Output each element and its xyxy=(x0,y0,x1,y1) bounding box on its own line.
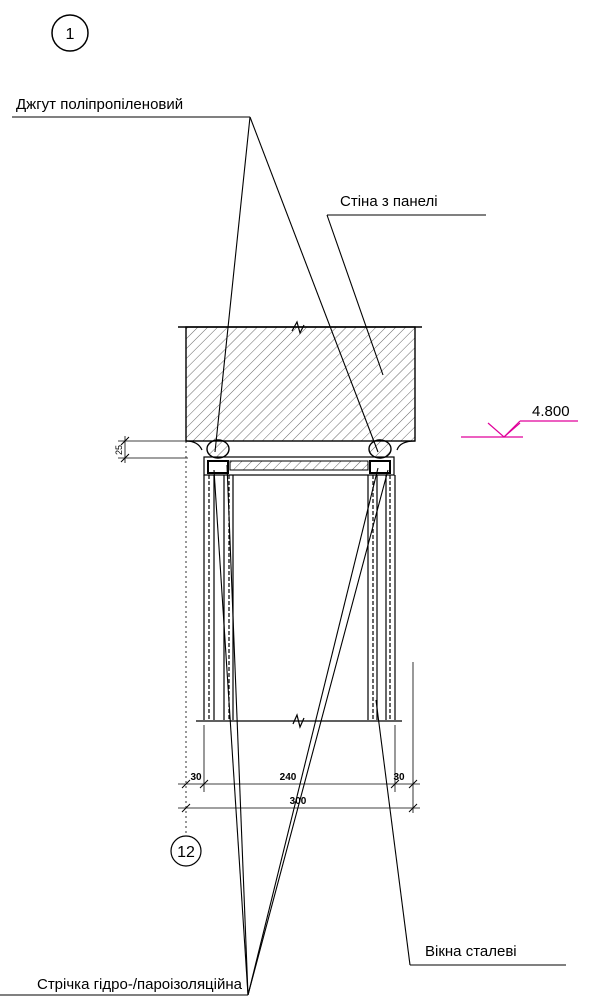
dimension-middle-value: 240 xyxy=(280,772,297,783)
window-frames xyxy=(196,475,402,729)
label-panel-wall: Стіна з панелі xyxy=(340,193,438,210)
axis-marker-number: 12 xyxy=(177,844,195,861)
dimension-gap-value: 25 xyxy=(114,445,124,455)
label-polypropylene-cord: Джгут поліпропіленовий xyxy=(16,96,183,113)
callout-steel-windows xyxy=(375,699,566,966)
level-mark-value: 4.800 xyxy=(532,403,570,420)
polypropylene-cord-shapes xyxy=(206,439,392,459)
dimension-gap: 25 xyxy=(114,436,188,463)
dimension-right-value: 30 xyxy=(393,772,405,783)
callout-polypropylene-cord xyxy=(12,116,379,453)
label-steel-windows: Вікна сталеві xyxy=(425,943,517,960)
detail-marker-number: 1 xyxy=(66,26,75,43)
callout-panel-wall xyxy=(326,214,486,376)
window-head xyxy=(203,456,395,476)
level-mark xyxy=(461,420,578,438)
detail-marker: 1 xyxy=(51,14,89,52)
dimension-chain xyxy=(178,662,420,813)
dimension-total-value: 300 xyxy=(290,796,307,807)
label-waterproofing-strip: Стрічка гідро-/пароізоляційна xyxy=(37,976,243,993)
wall-panel xyxy=(178,320,422,451)
callout-waterproofing-strip xyxy=(0,464,389,996)
axis-marker: 12 xyxy=(170,835,202,867)
dimension-left-value: 30 xyxy=(190,772,202,783)
